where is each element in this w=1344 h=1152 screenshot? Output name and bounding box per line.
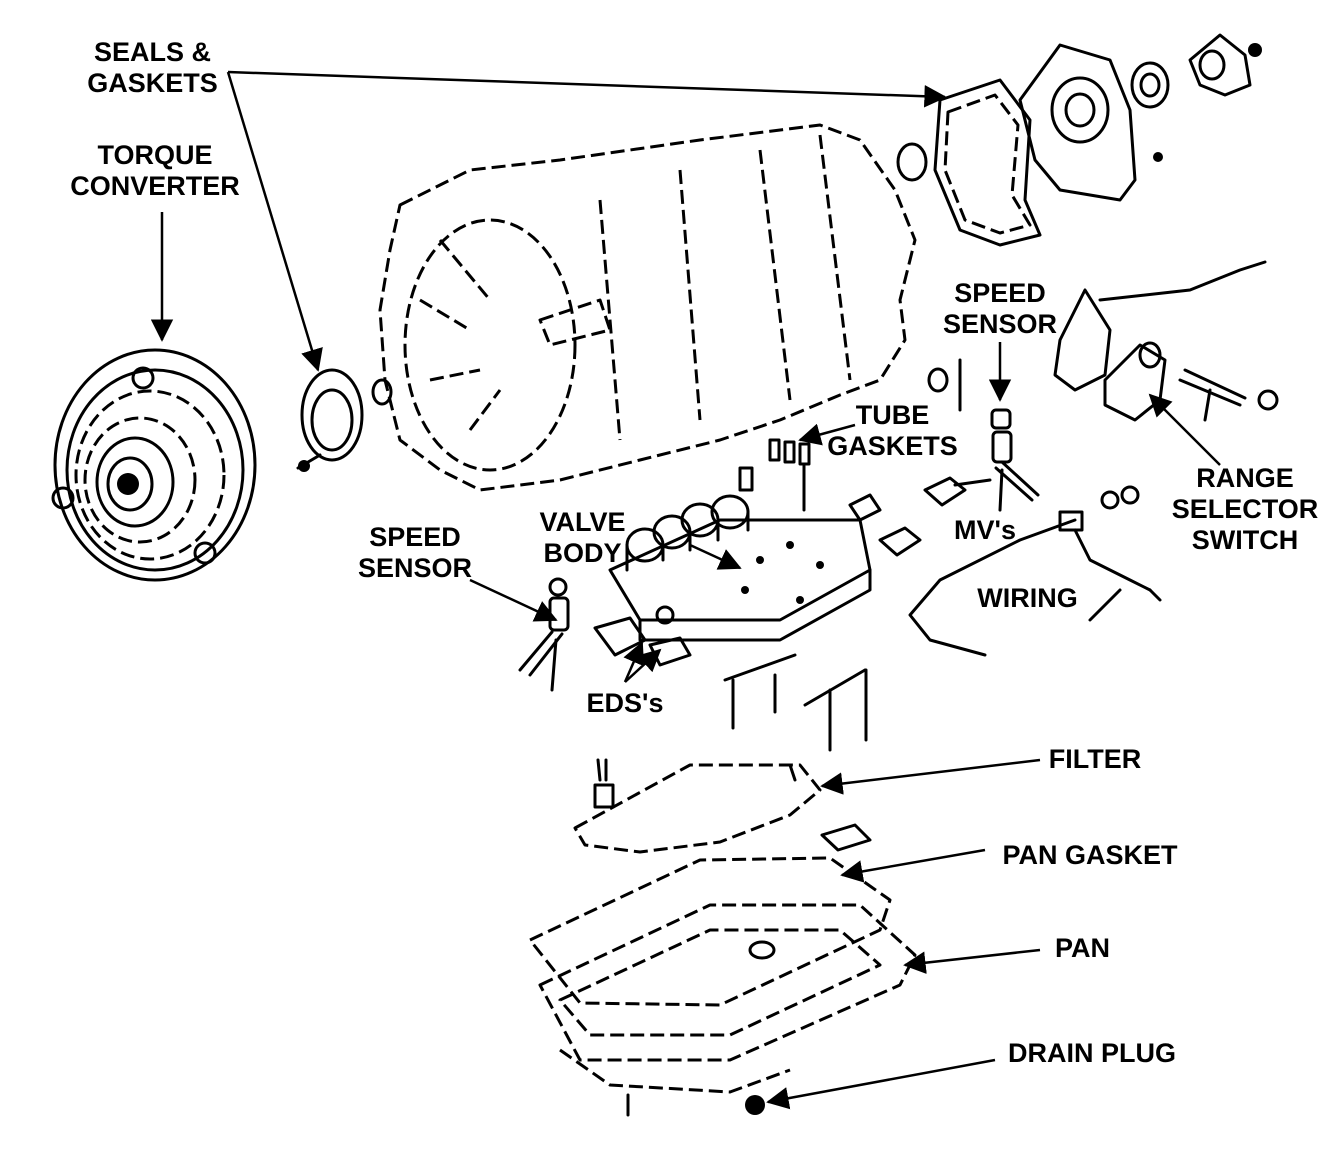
- label-speed-sensor-left: SPEED SENSOR: [350, 522, 480, 584]
- label-range-selector-switch-line-3: SWITCH: [1191, 525, 1299, 555]
- label-torque-converter-line-2: CONVERTER: [70, 171, 240, 201]
- label-torque-converter-line-1: TORQUE: [97, 140, 213, 170]
- label-seals-gaskets: SEALS & GASKETS: [75, 37, 230, 99]
- label-range-selector-switch-line-1: RANGE: [1196, 463, 1294, 493]
- label-mvs: MV's: [954, 515, 1016, 545]
- label-range-selector-switch: RANGE SELECTOR SWITCH: [1160, 463, 1330, 556]
- label-tube-gaskets: TUBE GASKETS: [820, 400, 965, 462]
- label-speed-sensor-right-line-1: SPEED: [954, 278, 1046, 308]
- eds-solenoids: [593, 605, 692, 667]
- label-valve-body-line-1: VALVE: [539, 507, 626, 537]
- tube-gaskets-part: [768, 438, 811, 512]
- label-edss: EDS's: [586, 688, 664, 718]
- label-wiring: WIRING: [977, 583, 1078, 613]
- label-speed-sensor-right-line-2: SENSOR: [942, 309, 1058, 339]
- label-valve-body: VALVE BODY: [515, 507, 650, 569]
- valve-body-bolts: [723, 653, 868, 752]
- pan-part: [538, 903, 917, 1094]
- torque-converter: [51, 348, 257, 582]
- label-pan-gasket: PAN GASKET: [1002, 840, 1178, 870]
- label-range-selector-switch-line-2: SELECTOR: [1171, 494, 1319, 524]
- label-speed-sensor-right: SPEED SENSOR: [935, 278, 1065, 340]
- label-speed-sensor-left-line-1: SPEED: [369, 522, 461, 552]
- mv-solenoids: [848, 476, 992, 557]
- speed-sensor-right-part: [958, 358, 1040, 512]
- label-seals-gaskets-line-1: SEALS &: [93, 37, 212, 67]
- label-tube-gaskets-line-2: GASKETS: [827, 431, 958, 461]
- front-pump-seal: [296, 368, 393, 472]
- transmission-case: [378, 123, 949, 492]
- range-selector-switch: [1053, 260, 1279, 422]
- label-tube-gaskets-line-1: TUBE: [855, 400, 930, 430]
- label-pan: PAN: [1054, 933, 1110, 963]
- label-speed-sensor-left-line-2: SENSOR: [357, 553, 473, 583]
- leader-lines: [150, 70, 1221, 1110]
- rear-extension-housing: [896, 33, 1262, 247]
- wiring-harness: [908, 485, 1162, 657]
- filter-part: [573, 758, 822, 854]
- speed-sensor-left-part: [518, 577, 570, 692]
- pan-gasket-part: [528, 823, 892, 1007]
- drain-plug-part: [626, 1093, 765, 1117]
- label-filter: FILTER: [1048, 744, 1142, 774]
- label-drain-plug: DRAIN PLUG: [1008, 1038, 1176, 1068]
- label-valve-body-line-2: BODY: [543, 538, 622, 568]
- label-seals-gaskets-line-2: GASKETS: [87, 68, 218, 98]
- label-torque-converter: TORQUE CONVERTER: [60, 140, 250, 202]
